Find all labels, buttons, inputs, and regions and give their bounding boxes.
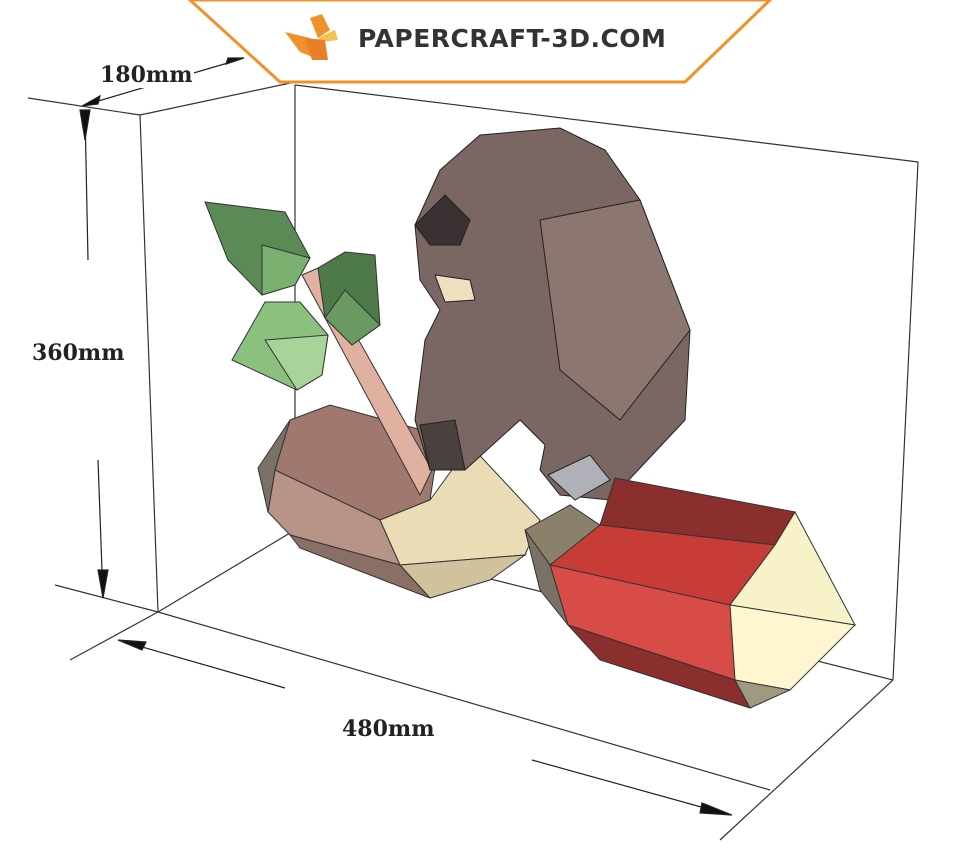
bear bbox=[414, 127, 691, 501]
depth-dimension-label: 180mm bbox=[98, 62, 195, 88]
logo-banner bbox=[187, 0, 773, 84]
fox-logo-icon bbox=[285, 14, 338, 60]
logo-text: PAPERCRAFT-3D.COM bbox=[358, 24, 667, 53]
leaves bbox=[204, 201, 381, 391]
width-dimension-label: 480mm bbox=[340, 716, 437, 742]
log-right bbox=[524, 477, 857, 709]
height-dimension-label: 360mm bbox=[30, 340, 127, 366]
